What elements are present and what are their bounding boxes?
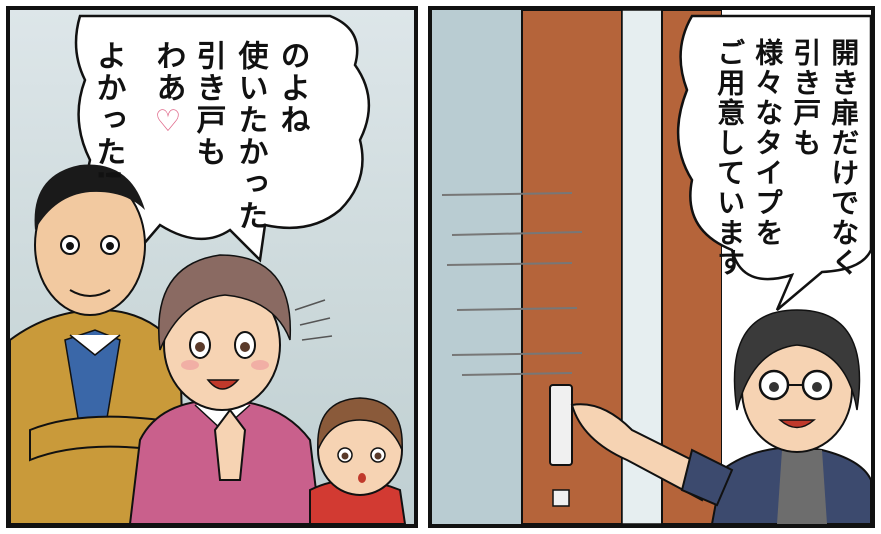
left-panel-illustration [10,14,407,524]
bubble-line-goyoui: ご用意しています [713,38,747,278]
bubble-text-column-1: わあ♡ [150,40,186,360]
bubble-text-column-4: ご用意しています [713,38,747,308]
bubble-line-yokatta: よかった! [90,40,126,184]
woman-character [128,254,333,524]
bubble-line-samazama: 様々なタイプを [751,38,785,248]
heart-icon: ♡ [150,104,186,141]
bubble-line-wa: わあ [150,40,186,104]
door-handle [549,384,573,466]
comic-panel-left: わあ♡ 引き戸も 使いたかった のよね よかった! [6,6,418,528]
bubble-line-hikido: 引き戸も [190,40,226,168]
bubble-text-column-2: 引き戸も [789,38,823,308]
bubble-text-column-3: 使いたかった [232,40,268,370]
right-panel-illustration [432,10,871,524]
girl-character [309,397,407,524]
motion-lines [441,192,583,376]
bubble-line-tsukaitakatta: 使いたかった [232,40,268,232]
bubble-line-hirakitobira: 開き扉だけでなく [827,38,861,278]
wall-left [432,10,522,524]
bubble-text-column-5: よかった! [90,40,126,260]
speech-bubble-right [676,14,871,311]
comic-panel-right: 開き扉だけでなく 引き戸も 様々なタイプを ご用意しています [428,6,875,528]
bubble-text-column-4: のよね [274,40,310,240]
staff-woman-character [570,309,871,524]
bubble-text-column-1: 開き扉だけでなく [827,38,861,308]
door-lock [552,489,570,507]
bubble-line-noyone: のよね [274,40,310,136]
speech-bubble-left [74,14,371,263]
bubble-text-column-2: 引き戸も [190,40,226,360]
bubble-text-column-3: 様々なタイプを [751,38,785,308]
bubble-line-hikido: 引き戸も [789,38,823,158]
